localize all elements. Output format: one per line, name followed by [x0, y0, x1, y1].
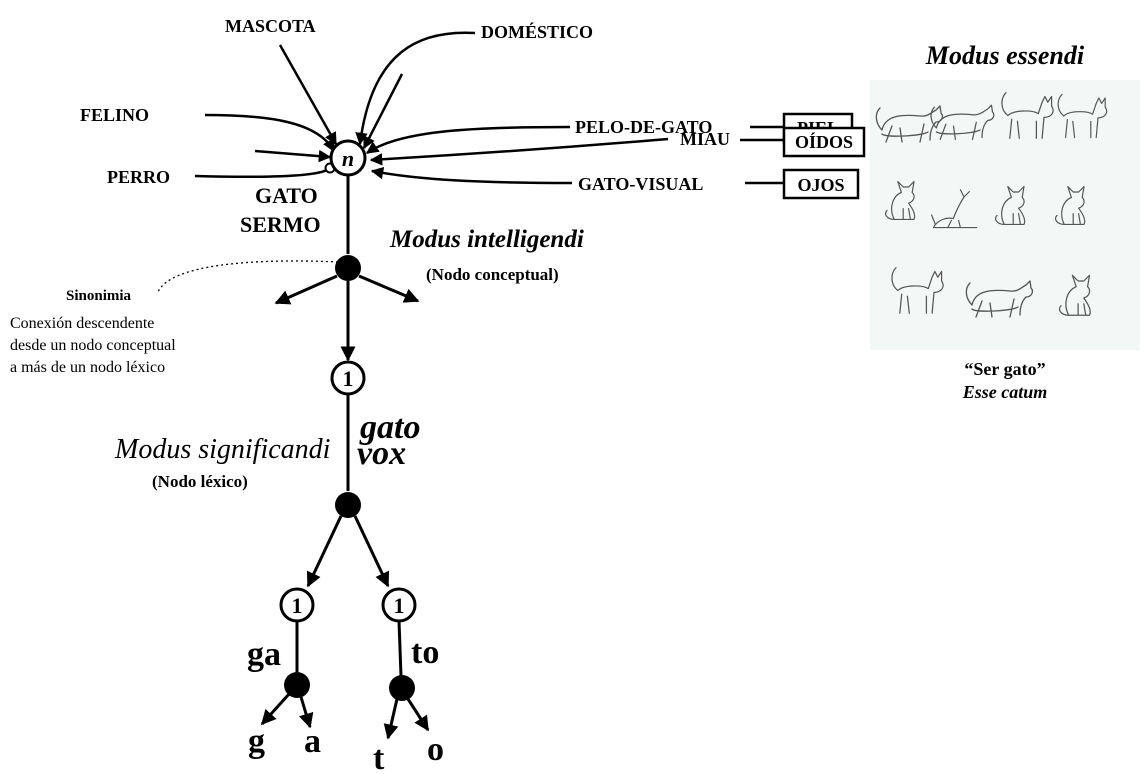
sense-box-ojos — [782, 168, 860, 200]
syllable-right: to — [411, 634, 439, 671]
edge-to-to — [353, 515, 390, 588]
cat-illustration-9 — [891, 267, 944, 314]
label-perro: PERRO — [107, 167, 170, 187]
top-node-label-line1: GATO — [255, 183, 318, 208]
intelligendi-subtitle: (Nodo conceptual) — [426, 265, 559, 284]
label-gato-visual: GATO-VISUAL — [578, 174, 703, 194]
significandi-subtitle: (Nodo léxico) — [152, 472, 248, 491]
syllable-right-count: 1 — [394, 593, 405, 618]
branch-left — [274, 274, 338, 305]
lexical-vox: vox — [357, 435, 406, 472]
cat-illustration-1 — [875, 105, 943, 143]
lexical-word: gato — [359, 409, 420, 446]
edge-to-t — [383, 698, 399, 740]
cat-illustrations — [875, 92, 1108, 318]
essendi-title: Modus essendi — [925, 41, 1085, 70]
label-domestico: DOMÉSTICO — [481, 21, 593, 42]
cat-illustration-5 — [885, 181, 916, 220]
arrow-unlabeled-left — [254, 149, 332, 163]
sense-label-ojos: OJOS — [797, 175, 844, 195]
sense-label-oidos: OÍDOS — [795, 131, 853, 152]
letter-g: g — [248, 723, 265, 760]
label-mascota: MASCOTA — [225, 16, 316, 36]
arrow-felino — [204, 113, 336, 153]
significandi-title: Modus significandi — [114, 434, 330, 465]
letter-split-node-right — [389, 675, 415, 701]
edge-to-trunk — [397, 620, 403, 677]
cat-illustration-4 — [1057, 93, 1108, 139]
letter-t: t — [373, 740, 385, 774]
arrow-domestico — [355, 31, 476, 146]
label-pelo-de-gato: PELO-DE-GATO — [575, 117, 712, 137]
syllable-left-count: 1 — [292, 593, 303, 618]
edge-to-o — [406, 698, 430, 732]
arrow-gato-visual — [370, 166, 573, 185]
letter-a: a — [304, 723, 321, 760]
sinonimia-title: Sinonimia — [66, 288, 132, 304]
cat-illustration-7 — [995, 186, 1026, 225]
edge-to-a — [298, 696, 314, 729]
essendi-caption-line1: “Ser gato” — [964, 359, 1045, 379]
syllable-left: ga — [247, 636, 281, 673]
essendi-caption-line2: Esse catum — [962, 382, 1048, 402]
lexical-node-count: 1 — [343, 366, 354, 391]
arrow-miau — [369, 137, 669, 166]
label-felino: FELINO — [80, 105, 149, 125]
cat-illustration-11 — [1058, 274, 1091, 316]
cat-illustration-panel — [870, 80, 1140, 350]
cat-illustration-8 — [1055, 186, 1086, 225]
syllable-split-node — [335, 492, 361, 518]
sense-oidos: OÍDOS — [782, 126, 866, 158]
edge-to-g — [260, 692, 291, 726]
inhibit-perro — [194, 168, 328, 178]
input-arrows — [194, 31, 784, 185]
sinonimia-desc-line2: desde un nodo conceptual — [10, 337, 176, 354]
branch-right — [358, 274, 420, 303]
sense-box-oidos — [782, 126, 866, 158]
sense-ojos: OJOS — [782, 168, 860, 200]
sinonimia-desc-line3: a más de un nodo léxico — [10, 359, 165, 376]
conceptual-node — [335, 255, 361, 281]
top-node-symbol: n — [342, 146, 354, 171]
sinonimia-pointer — [157, 260, 339, 293]
intelligendi-title: Modus intelligendi — [389, 226, 584, 253]
top-node-label-line2: SERMO — [240, 212, 321, 237]
arrow-pelo-de-gato — [365, 125, 571, 155]
cat-illustration-10 — [965, 280, 1033, 318]
sinonimia-desc-line1: Conexión descendente — [10, 315, 154, 332]
arrow-mascota — [278, 44, 338, 146]
cat-illustration-2 — [930, 104, 995, 141]
edge-to-ga — [306, 515, 343, 588]
label-miau: MIAU — [680, 129, 730, 149]
letter-split-node-left — [284, 672, 310, 698]
letter-o: o — [427, 731, 444, 768]
cat-illustration-3 — [1001, 92, 1054, 139]
cat-illustration-6 — [931, 189, 978, 229]
arrow-unlabeled-upper — [362, 73, 404, 150]
